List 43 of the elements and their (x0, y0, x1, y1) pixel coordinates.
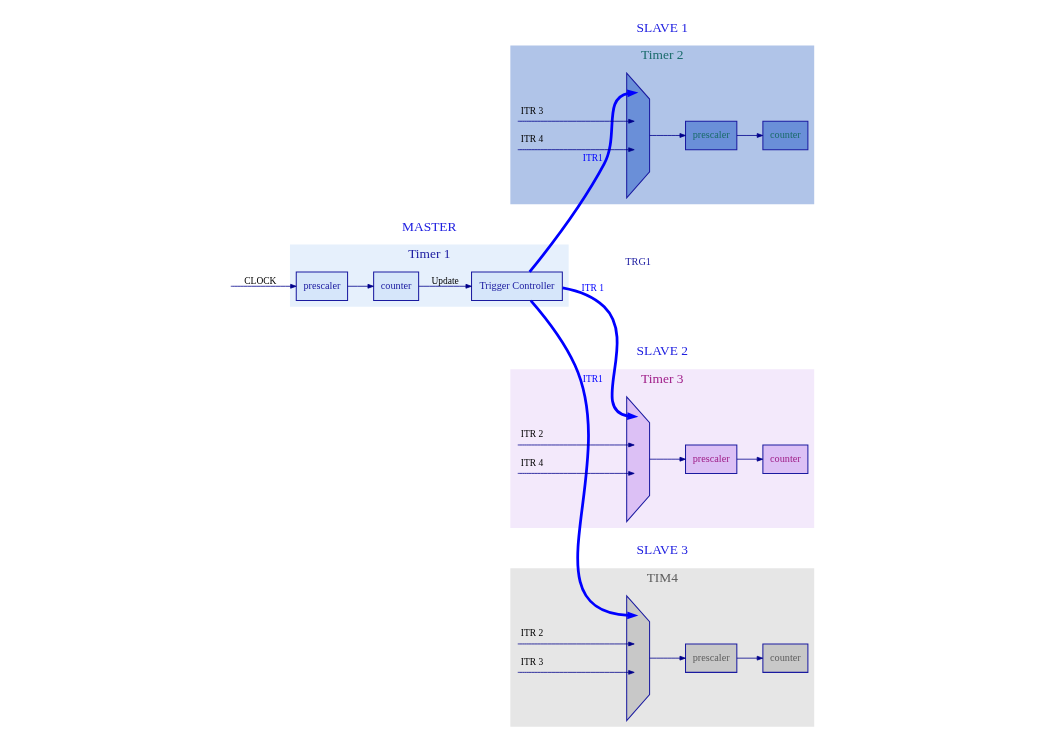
edge-label: ITR1 (582, 373, 603, 384)
arrow (516, 442, 635, 448)
edge-label: ITR 3 (520, 105, 543, 116)
arrow (516, 471, 635, 476)
node-box: Trigger Controller (470, 271, 563, 301)
node-box: counter (372, 271, 419, 301)
edge-label: Update (430, 275, 459, 286)
arrow (528, 89, 638, 273)
arrow (561, 286, 638, 420)
node-box: counter (761, 120, 808, 151)
arrow (648, 133, 686, 138)
edge-label: ITR 4 (520, 134, 543, 145)
arrow (736, 655, 763, 661)
node-box: counter (761, 444, 808, 474)
arrow (648, 456, 686, 462)
edge-label: ITR 3 (520, 656, 543, 667)
label: TRG1 (624, 256, 651, 268)
node-label: SLAVE 1 (636, 19, 688, 35)
edge-label: ITR1 (582, 153, 603, 164)
edge-label: ITR 1 (581, 282, 604, 293)
node-label: SLAVE 3 (636, 542, 688, 558)
arrow (529, 299, 638, 620)
arrow (516, 641, 635, 647)
arrow (417, 283, 472, 289)
node-box: prescaler (295, 271, 348, 301)
node-box: prescaler (684, 120, 737, 151)
node-box: prescaler (684, 444, 737, 474)
edge-label: ITR 4 (520, 457, 543, 468)
arrow (516, 118, 635, 124)
edge-label: ITR 2 (520, 628, 543, 639)
arrow (229, 283, 297, 289)
node-box: counter (761, 643, 808, 673)
edge-label: ITR 2 (520, 429, 543, 440)
arrow (648, 655, 686, 661)
node-label: MASTER (401, 218, 456, 234)
arrow (736, 133, 763, 138)
arrow (346, 283, 374, 289)
arrow (736, 456, 763, 462)
arrow (516, 147, 635, 152)
arrow (516, 670, 635, 675)
node-box: prescaler (684, 643, 737, 673)
edge-label: CLOCK (243, 275, 276, 286)
node-label: SLAVE 2 (636, 343, 688, 359)
